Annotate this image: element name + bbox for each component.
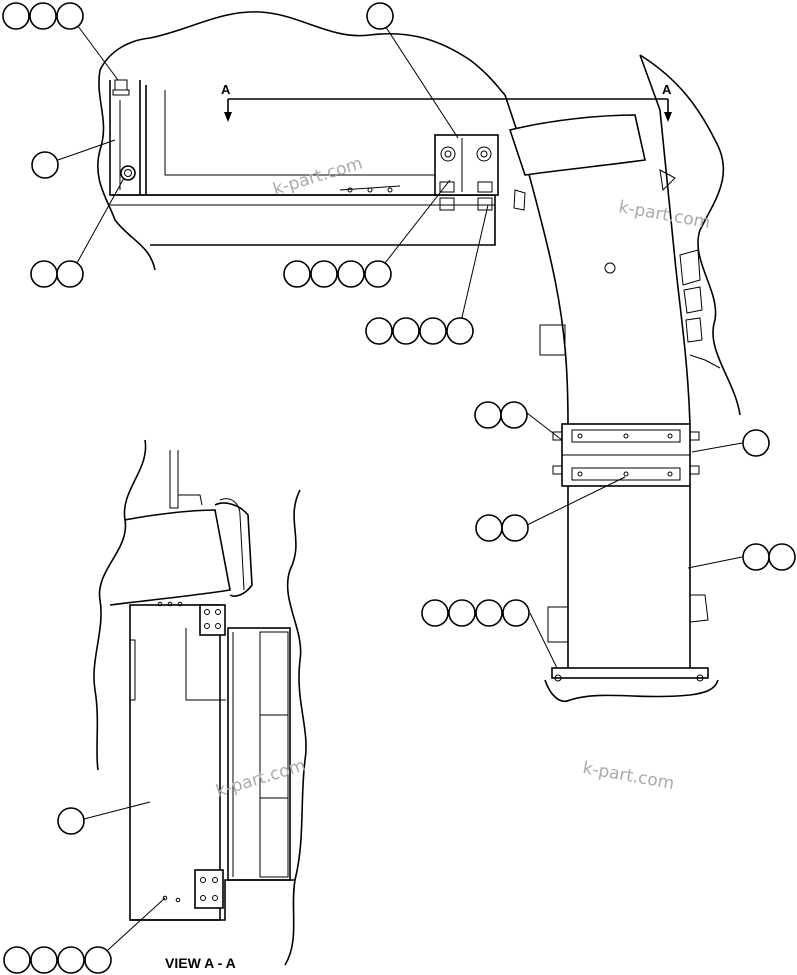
section-line: A A [221, 82, 672, 122]
callout-c6 [365, 317, 474, 345]
callout-c2 [366, 2, 394, 30]
callout-c8 [742, 429, 770, 457]
intake-duct [504, 54, 741, 702]
section-marker-left: A [221, 82, 231, 97]
watermark-4: k-part.com [581, 758, 676, 794]
callout-c13 [3, 946, 112, 974]
view-caption: VIEW A - A [165, 955, 236, 971]
callout-leaders [57, 17, 743, 960]
callout-c12 [57, 807, 85, 835]
section-marker-right: A [662, 82, 672, 97]
callout-c9 [475, 514, 529, 542]
watermark-2: k-part.com [617, 197, 712, 233]
callout-c3 [31, 151, 59, 179]
callout-c11 [421, 599, 530, 627]
callout-c5 [283, 260, 392, 288]
watermark-1: k-part.com [271, 154, 365, 200]
callout-c10 [742, 543, 796, 571]
callout-c4 [30, 260, 84, 288]
callout-c1 [2, 2, 84, 30]
view-a-a: VIEW A - A [93, 439, 307, 971]
callout-c7 [474, 401, 528, 429]
upper-detail [97, 11, 506, 271]
